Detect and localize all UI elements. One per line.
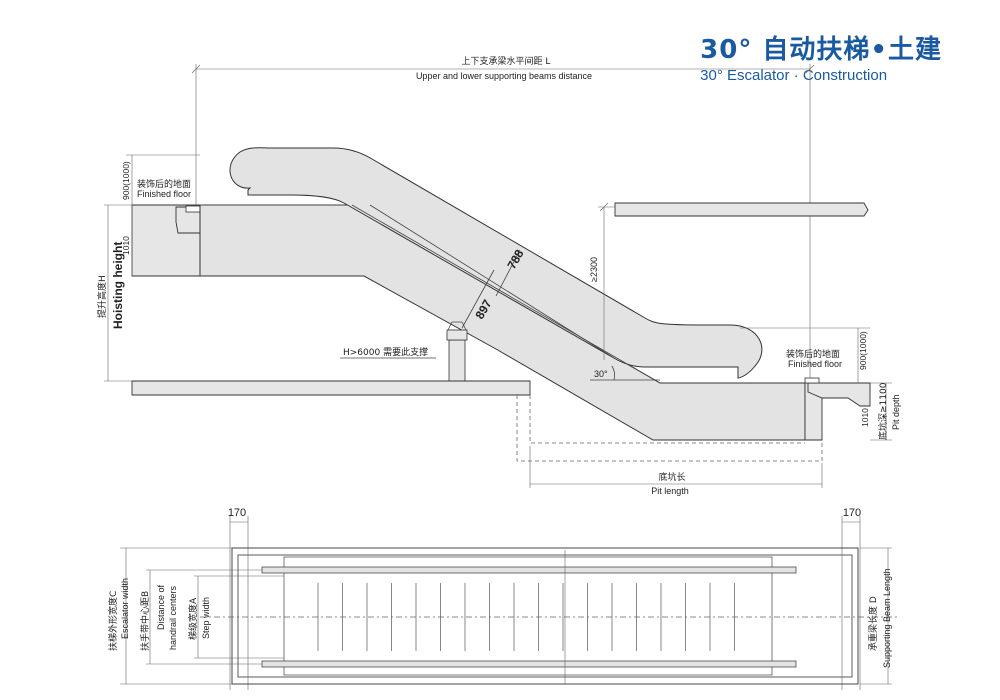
handrail-top xyxy=(261,566,797,574)
beam-length-cn: 承重梁长度 D xyxy=(867,596,879,651)
escalator-width-cn: 扶梯外形宽度C xyxy=(107,591,119,651)
escalator-balustrade xyxy=(229,147,763,379)
support-note: H>6000 需要此支撑 xyxy=(343,346,428,358)
pit-depth-en: Pit depth xyxy=(891,394,901,430)
step-area xyxy=(283,556,773,676)
truss-chord-line xyxy=(351,204,661,384)
step-width-en: Step width xyxy=(201,597,211,639)
handrail-distance-en2: handrail centers xyxy=(168,585,178,650)
title-english: 30° Escalator · Construction xyxy=(700,67,888,84)
angle-label: 30° xyxy=(594,369,608,379)
left-dimensions: 900(1000) 1010 提升高度H Hoisting height 装饰后… xyxy=(96,154,200,382)
handrail-distance-en1: Distance of xyxy=(156,584,166,630)
step-line xyxy=(369,204,615,359)
clearance-dimension: ≥2300 xyxy=(589,202,615,360)
clearance-label: ≥2300 xyxy=(589,257,599,282)
lower-floor-label-en: Finished floor xyxy=(788,359,842,369)
title-block: 30° 自动扶梯•土建 30° Escalator · Construction xyxy=(700,34,942,86)
beam-distance-dimension: 上下支承梁水平间距 L Upper and lower supporting b… xyxy=(191,55,815,382)
title-chinese: 30° 自动扶梯•土建 xyxy=(700,35,942,65)
lower-floor-label-cn: 装饰后的地面 xyxy=(786,348,840,360)
pit-length-dimension: 底坑长 Pit length xyxy=(529,446,823,496)
lower-comb-plate xyxy=(804,377,820,384)
upper-comb-plate xyxy=(185,205,201,213)
dim-1010-right: 1010 xyxy=(860,408,870,427)
dim-170-left: 170 xyxy=(228,507,246,519)
lower-floor-slab xyxy=(131,380,531,396)
supporting-beam-outline xyxy=(231,547,859,685)
beam-distance-en: Upper and lower supporting beams distanc… xyxy=(416,71,592,81)
angle-marker: 30° xyxy=(590,365,660,381)
pit-length-en: Pit length xyxy=(651,486,689,496)
lower-right-slab xyxy=(807,382,871,407)
upper-right-floor xyxy=(614,202,869,217)
upper-floor-label-cn: 装饰后的地面 xyxy=(137,178,191,190)
hoisting-height-cn: 提升高度H xyxy=(96,275,108,318)
escalator-outline xyxy=(237,554,853,678)
intermediate-support: H>6000 需要此支撑 xyxy=(340,321,468,382)
pit-length-cn: 底坑长 xyxy=(658,471,685,483)
escalator-width-en: Escalator width xyxy=(120,578,130,639)
handrail-distance-cn: 扶手带中心距B xyxy=(139,591,151,651)
beam-length-en: Supporting Beam Length xyxy=(882,568,892,668)
step-width-cn: 梯级宽度A xyxy=(187,597,199,640)
pit-depth-cn: 底坑深≥1100 xyxy=(877,382,889,440)
dim-900-left: 900(1000) xyxy=(121,161,131,200)
pit-outline xyxy=(516,395,823,462)
dim-170-right: 170 xyxy=(843,507,861,519)
upper-floor-label-en: Finished floor xyxy=(137,189,191,199)
handrail-bottom xyxy=(261,660,797,668)
right-dimensions: 900(1000) 装饰后的地面 Finished floor 1010 底坑深… xyxy=(740,327,901,441)
dim-897-line xyxy=(461,269,495,329)
beam-distance-cn: 上下支承梁水平间距 L xyxy=(462,55,551,67)
hoisting-height-en: Hoisting height xyxy=(111,242,125,329)
plan-view: 170 170 扶梯外形宽度C Escalator width 扶手带中心距B … xyxy=(107,507,900,690)
dim-788-line xyxy=(495,249,521,297)
dim-900-right: 900(1000) xyxy=(858,331,868,370)
dim-1010-left: 1010 xyxy=(121,236,131,255)
